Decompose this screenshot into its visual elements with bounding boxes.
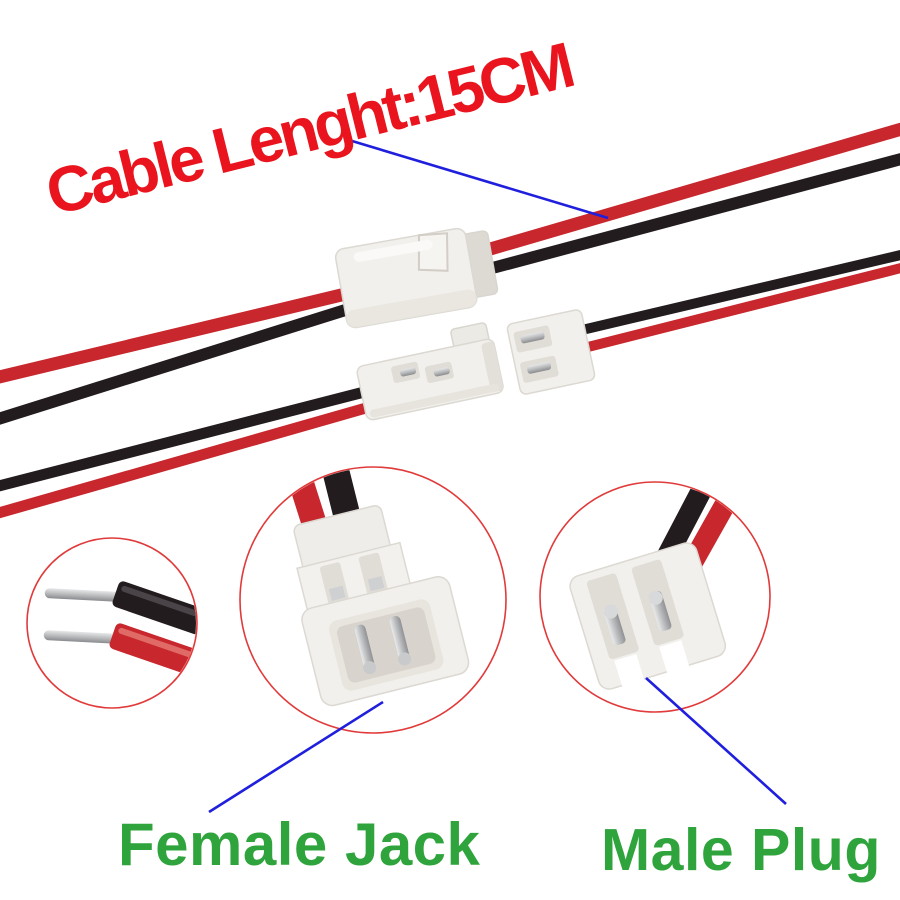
male-plug-callout (539, 481, 771, 713)
closeup-crimp-1 (329, 585, 346, 601)
wire-tips-callout (26, 537, 198, 709)
tinned-tip-black (44, 588, 127, 603)
red-wire-end (109, 623, 196, 677)
upper-black-wire-left (0, 301, 357, 425)
male-plug-connector (506, 309, 596, 395)
female-pin-2 (433, 367, 450, 377)
lower-black-wire-left (0, 384, 374, 492)
closeup-castellation-notch-2 (659, 640, 691, 678)
female-front-face (481, 341, 504, 392)
female-jack-pointer-line (208, 700, 384, 814)
closeup-pin-ball-2 (398, 652, 412, 666)
male-plug-pointer-line (645, 677, 787, 805)
black-wire-end (112, 581, 196, 635)
housing-top-highlight (353, 239, 433, 262)
closeup-socket-pin-2 (389, 615, 410, 662)
closeup-male-pin-hook-2 (648, 590, 663, 605)
lower-black-wire-right (580, 250, 900, 335)
female-pin-1 (400, 367, 417, 377)
male-pin-2 (527, 361, 552, 374)
black-wire-tip (44, 588, 127, 603)
upper-red-wire-right (478, 122, 900, 259)
female-jack-callout (239, 466, 507, 734)
male-pin-1 (520, 331, 545, 344)
wire-tips-content (43, 581, 196, 677)
lower-red-wire-right (582, 263, 900, 353)
black-insulation-highlight (121, 585, 196, 616)
closeup-pin-ball-1 (363, 661, 377, 675)
red-wire-tip (43, 630, 124, 644)
closeup-crimp-2 (367, 576, 385, 592)
cable-length-pointer-line (351, 139, 609, 220)
closeup-castellation-notch-1 (614, 654, 646, 692)
red-insulation-highlight (118, 627, 195, 658)
mated-connector-pair (334, 227, 499, 329)
female-bottom-shade (369, 383, 500, 418)
female-jack-connector (356, 322, 504, 421)
closeup-male-pin-hook-1 (603, 604, 618, 619)
latch-notch (417, 232, 449, 272)
upper-red-wire-left (0, 284, 360, 384)
lower-red-wire-left (0, 402, 368, 519)
male-plug-content (569, 483, 742, 692)
upper-black-wire-right (483, 153, 900, 276)
housing-bottom-shade (346, 289, 477, 328)
callout-lines (208, 139, 787, 814)
wire-tips-circle (26, 537, 198, 709)
male-plug-closeup-housing (569, 542, 727, 692)
male-plug-label: Male Plug (601, 817, 881, 883)
closeup-socket-pin-1 (354, 624, 375, 670)
female-jack-label: Female Jack (118, 811, 481, 878)
female-jack-closeup-housing (293, 505, 470, 707)
upper-cable-assembly (0, 122, 900, 425)
lower-cable-assembly (0, 250, 900, 519)
tinned-tip-red (43, 630, 124, 644)
